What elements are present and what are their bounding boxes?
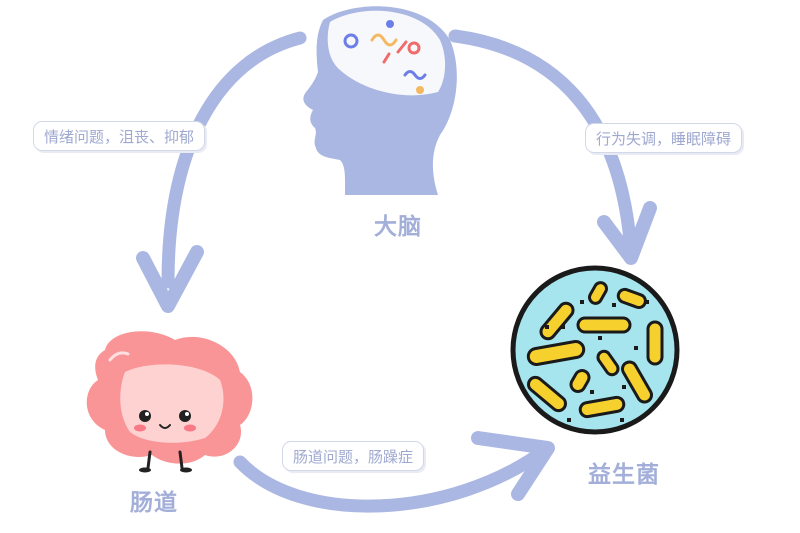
edge-label-brain-to-gut: 情绪问题，沮丧、抑郁: [33, 121, 206, 151]
arrow-brain-to-gut: [136, 31, 307, 313]
bacteria-icon: [510, 265, 680, 435]
edge-label-brain-to-probiotics: 行为失调，睡眠障碍: [585, 123, 743, 153]
gut-character-icon: [86, 331, 253, 473]
edge-label-gut-to-probiotics: 肠道问题，肠躁症: [282, 441, 425, 471]
node-label-probiotics: 益生菌: [588, 462, 660, 488]
arrow-brain-to-probiotics: [448, 29, 657, 265]
node-label-brain: 大脑: [374, 214, 422, 240]
head-brain-icon: [303, 6, 457, 196]
node-label-gut: 肠道: [130, 490, 178, 516]
arrow-gut-to-probiotics: [233, 431, 555, 513]
